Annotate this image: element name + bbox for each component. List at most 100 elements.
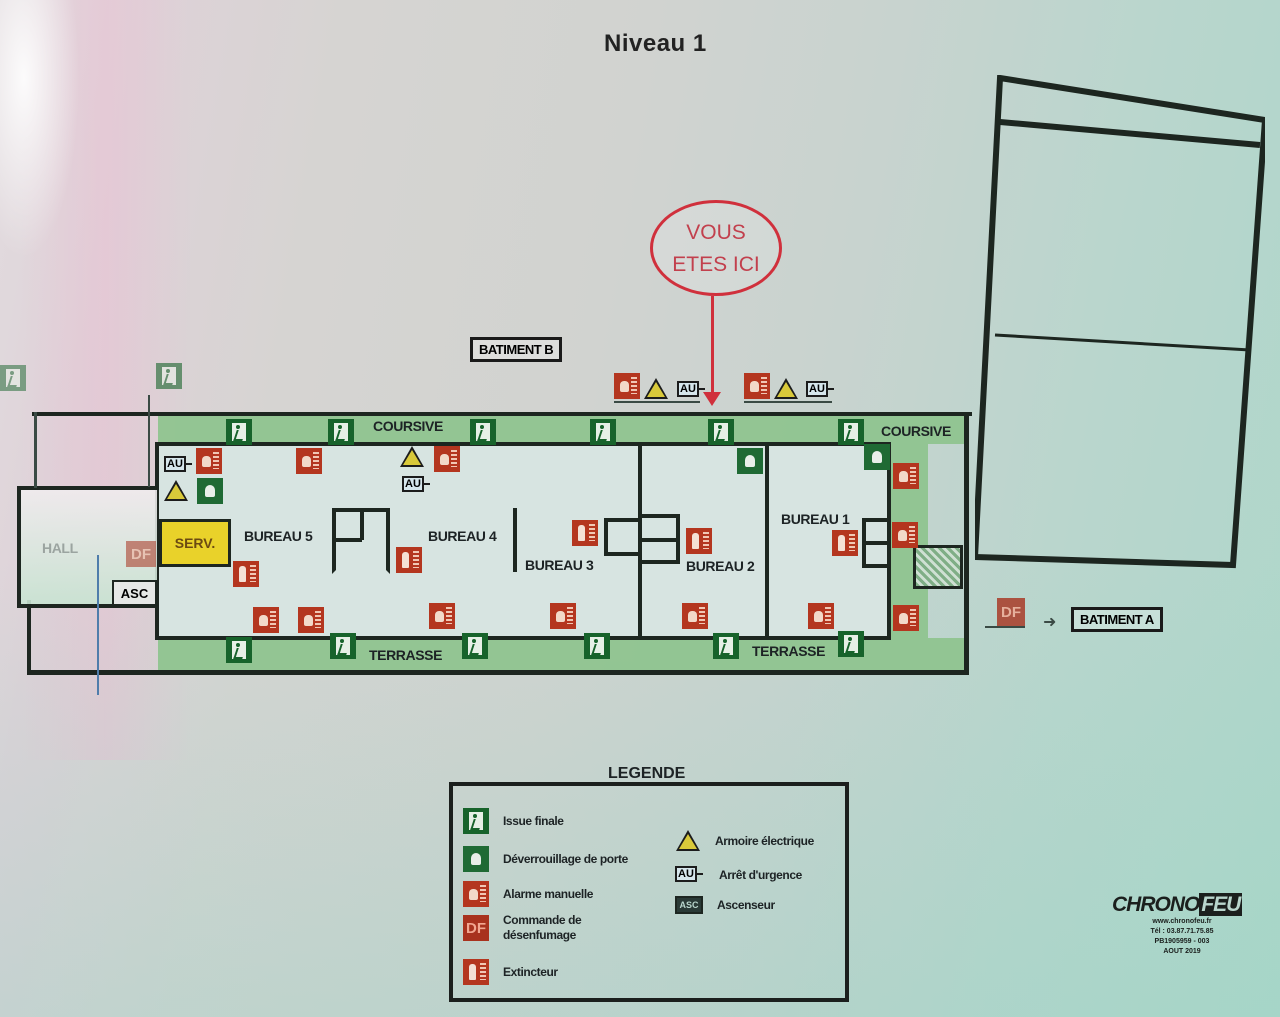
emergency-exit-icon [330, 633, 356, 659]
emergency-exit-icon [713, 633, 739, 659]
emergency-exit-icon [0, 365, 26, 391]
bureau-4-label: BUREAU 4 [428, 528, 497, 544]
brand-phone: Tél : 03.87.71.75.85 [1150, 928, 1214, 935]
emergency-exit-icon [462, 633, 488, 659]
manual-alarm-icon [298, 607, 324, 633]
you-are-here-line2: ETES ICI [672, 253, 760, 276]
manual-alarm-icon [614, 373, 640, 399]
batiment-a-smoke-control-icon: DF [997, 598, 1025, 626]
au-link-line [744, 401, 832, 403]
bureau-3-label: BUREAU 3 [525, 557, 594, 573]
emergency-exit-icon [226, 637, 252, 663]
elevator-icon: ASC [675, 896, 703, 914]
floor-title: Niveau 1 [604, 30, 707, 57]
electrical-cabinet-icon [400, 446, 424, 467]
emergency-stop-icon: AU [675, 866, 703, 882]
office-wall-left [155, 442, 159, 640]
cabinet-b2-left [642, 514, 680, 564]
brand-reference: PB1905959 - 003 [1154, 938, 1210, 945]
manual-alarm-icon [429, 603, 455, 629]
hall-smoke-control-icon: DF [126, 541, 156, 567]
arrow-to-batiment-a-icon: ➜ [1043, 614, 1057, 631]
manual-alarm-icon [892, 522, 918, 548]
bureau-1-label: BUREAU 1 [781, 511, 850, 527]
you-are-here-marker: VOUS ETES ICI [650, 200, 782, 296]
cabinet-b2-mid [642, 538, 678, 542]
legend-item-emergency-stop: AU Arrêt d'urgence [675, 866, 802, 884]
cabinet-b3-b2 [604, 518, 640, 556]
brand-website: www.chronofeu.fr [1152, 918, 1212, 925]
chronofeu-brand: CHRONOFEU www.chronofeu.fr Tél : 03.87.7… [1112, 893, 1252, 957]
cabinet-b1-mid [862, 541, 888, 545]
fire-extinguisher-icon [686, 528, 712, 554]
fire-extinguisher-icon [832, 530, 858, 556]
east-stairwell [913, 545, 963, 589]
emergency-exit-icon [226, 419, 252, 445]
partition-bureau3-bureau2 [638, 444, 642, 638]
manual-alarm-icon [893, 463, 919, 489]
emergency-stop-icon: AU [677, 381, 705, 397]
coursive-label-1: COURSIVE [373, 418, 443, 434]
legend-item-manual-alarm: Alarme manuelle [463, 881, 593, 907]
outer-wall-bottom [27, 670, 969, 675]
chronofeu-logo: CHRONOFEU [1112, 893, 1243, 916]
manual-alarm-icon [744, 373, 770, 399]
manual-alarm-icon [893, 605, 919, 631]
emergency-exit-icon [328, 419, 354, 445]
office-wall-bottom [155, 636, 891, 640]
emergency-exit-icon [156, 363, 182, 389]
door-unlock-icon [737, 448, 763, 474]
outer-wall-left [27, 600, 31, 674]
emergency-exit-icon [590, 419, 616, 445]
fire-extinguisher-icon [233, 561, 259, 587]
bureau5-closet-shelf [332, 538, 362, 542]
partition-bureau4-bureau3 [513, 508, 517, 572]
batiment-b-label: BATIMENT B [470, 337, 563, 362]
coursive-corridor [158, 416, 964, 444]
door-unlock-icon [864, 444, 890, 470]
emergency-exit-icon [708, 419, 734, 445]
stair-outline-mid [148, 395, 150, 487]
manual-alarm-icon [296, 448, 322, 474]
terrasse-label-2: TERRASSE [752, 643, 826, 659]
emergency-stop-icon: AU [402, 476, 430, 492]
manual-alarm-icon [550, 603, 576, 629]
office-wall-top [155, 442, 891, 446]
legend-item-electrical-cabinet: Armoire électrique [675, 830, 814, 852]
blue-cable-line [97, 555, 99, 695]
emergency-exit-icon [584, 633, 610, 659]
adjacent-building-outline [971, 74, 1269, 570]
you-are-here-arrow-icon [703, 392, 721, 406]
electrical-cabinet-icon [164, 480, 188, 501]
fire-extinguisher-icon [572, 520, 598, 546]
brand-date: AOUT 2019 [1163, 948, 1201, 955]
smoke-control-icon: DF [463, 915, 489, 941]
manual-alarm-icon [196, 448, 222, 474]
coursive-label-2: COURSIVE [881, 423, 951, 439]
adjacent-building-drawing [971, 74, 1269, 569]
terrasse-corridor [158, 638, 964, 670]
emergency-stop-icon: AU [164, 456, 192, 472]
emergency-stop-icon: AU [806, 381, 834, 397]
au-link-line [614, 401, 700, 403]
photo-glare [0, 0, 80, 260]
emergency-exit-icon [838, 419, 864, 445]
door-unlock-icon [463, 846, 489, 872]
you-are-here-pointer [711, 296, 714, 396]
emergency-exit-icon [463, 808, 489, 834]
partition-bureau2-bureau1 [765, 444, 769, 638]
stair-outline-left [34, 412, 37, 488]
electrical-cabinet-icon [676, 830, 700, 851]
batiment-a-link-line [985, 626, 1025, 628]
legend-item-extinguisher: Extincteur [463, 959, 558, 985]
bureau-2-label: BUREAU 2 [686, 558, 755, 574]
hall-label: HALL [42, 540, 78, 556]
office-wall-right [887, 442, 891, 640]
legend: Issue finale Déverrouillage de porte Ala… [449, 782, 849, 1002]
legend-title: LEGENDE [608, 765, 686, 782]
legend-item-door-unlock: Déverrouillage de porte [463, 846, 628, 872]
emergency-exit-icon [470, 419, 496, 445]
you-are-here-line1: VOUS [686, 221, 746, 244]
legend-item-smoke-control: DF Commande de désenfumage [463, 913, 613, 943]
manual-alarm-icon [808, 603, 834, 629]
